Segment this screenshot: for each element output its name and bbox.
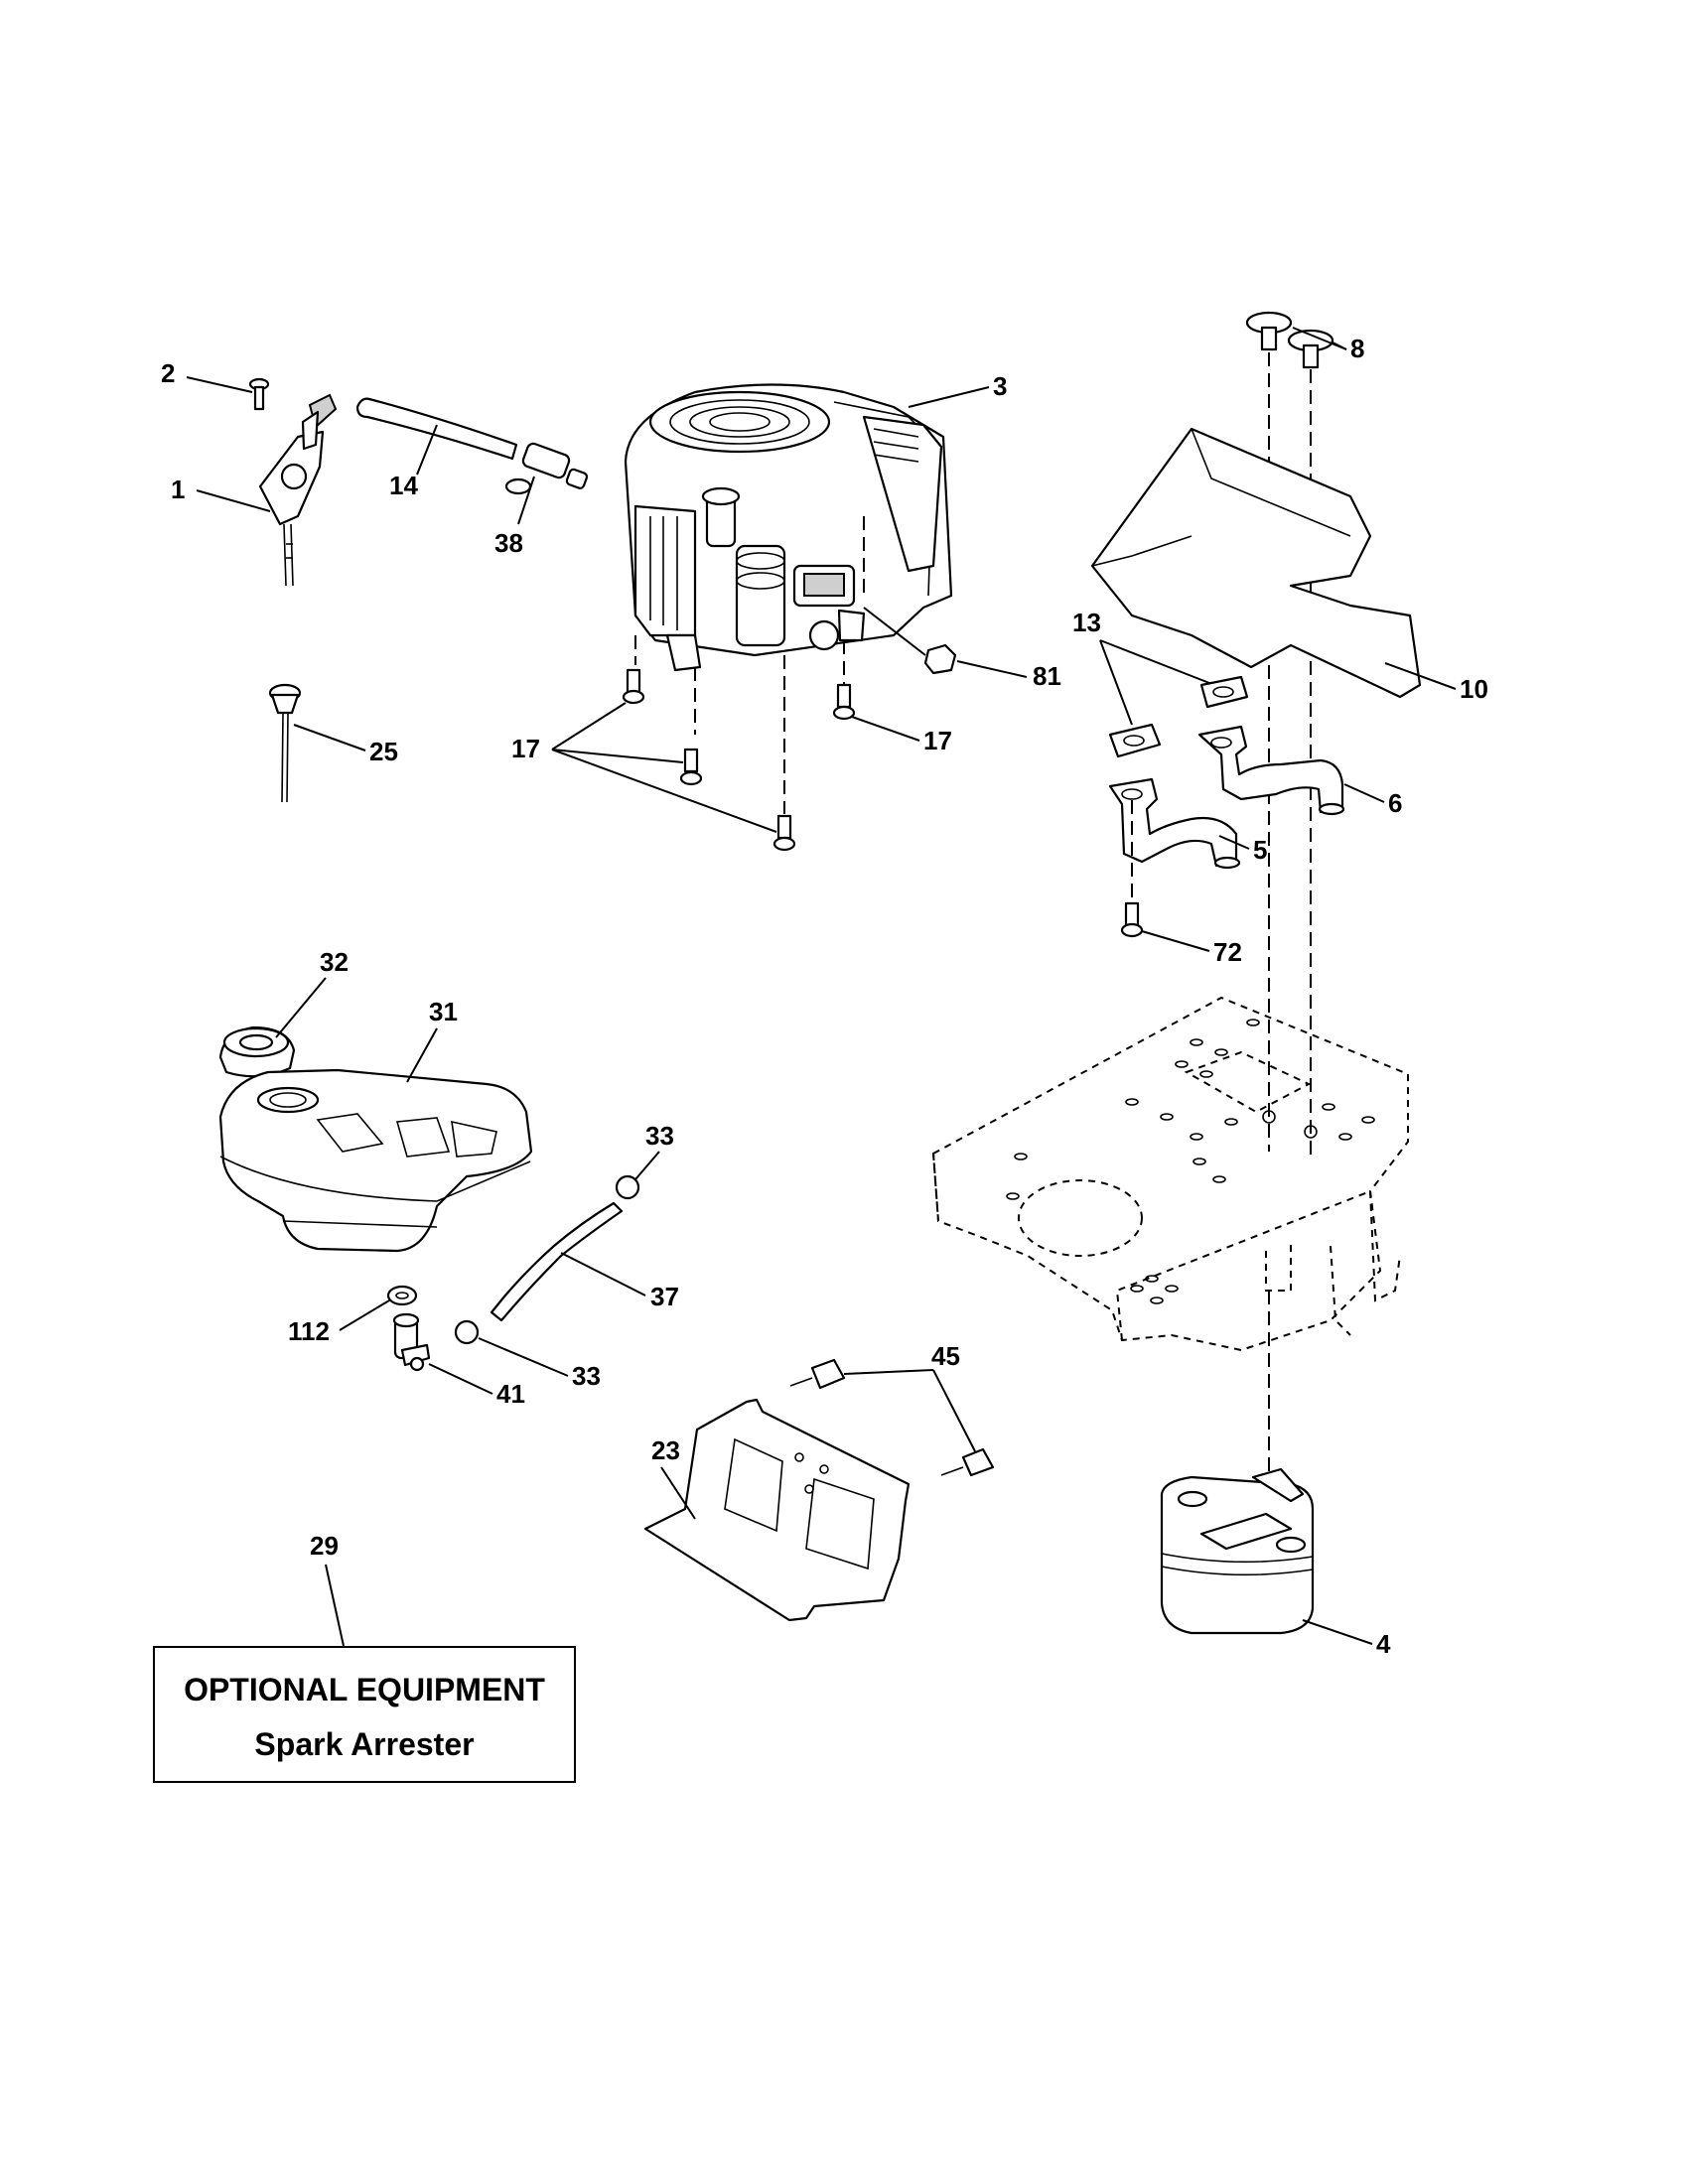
leader-3	[908, 386, 990, 408]
exhaust-pipe-part-5	[1108, 777, 1241, 870]
bolt-part-45	[789, 1358, 995, 1477]
mounting-bracket-part-23	[643, 1398, 911, 1622]
callout-37: 37	[650, 1282, 679, 1311]
frame-outline	[931, 996, 1409, 1352]
exhaust-pipe-part-6	[1197, 725, 1345, 816]
callout-10: 10	[1460, 674, 1488, 704]
engine-part-3	[624, 383, 953, 814]
callout-3: 3	[993, 371, 1007, 401]
callout-29: 29	[310, 1531, 339, 1561]
leader-10	[1384, 662, 1457, 690]
screw-part-2	[248, 377, 270, 411]
leader-81	[956, 660, 1028, 678]
dipstick-part-25	[268, 683, 302, 803]
bolt-part-72	[1120, 901, 1144, 938]
optional-equipment-box: OPTIONAL EQUIPMENT Spark Arrester	[153, 1646, 576, 1783]
leader-14	[416, 424, 438, 476]
muffler-part-4	[1160, 1467, 1315, 1635]
callout-25: 25	[369, 737, 398, 766]
fuel-tank-part-31	[218, 1068, 533, 1253]
callout-31: 31	[429, 997, 458, 1026]
leader-38	[517, 476, 535, 525]
callout-17-left: 17	[511, 734, 540, 763]
exhaust-gasket-part-13	[1108, 675, 1249, 758]
callout-33-top: 33	[645, 1121, 674, 1151]
callout-17-right: 17	[923, 726, 952, 755]
fuel-line-part-14	[355, 397, 518, 461]
fuel-filter-part-38	[504, 442, 589, 495]
bolt-part-17	[622, 668, 856, 852]
callout-5: 5	[1253, 835, 1267, 865]
callout-4: 4	[1376, 1629, 1391, 1659]
callout-81: 81	[1033, 661, 1061, 691]
callout-41: 41	[496, 1379, 525, 1409]
callout-13: 13	[1072, 608, 1101, 637]
leader-1	[196, 489, 271, 512]
callout-112: 112	[288, 1316, 330, 1346]
bolt-part-8	[1245, 311, 1334, 369]
optional-equipment-title: OPTIONAL EQUIPMENT	[184, 1672, 545, 1707]
shutoff-valve-part-41	[392, 1312, 431, 1372]
nut-part-81	[923, 643, 957, 675]
leader-2	[186, 376, 253, 393]
callout-32: 32	[320, 947, 349, 977]
throttle-control-part	[258, 393, 338, 587]
callout-14: 14	[389, 471, 418, 500]
callout-23: 23	[651, 1435, 680, 1465]
heat-shield-part-10	[1090, 427, 1422, 699]
spark-arrester-label: Spark Arrester	[254, 1726, 475, 1762]
callout-6: 6	[1388, 788, 1402, 818]
grommet-part-112	[386, 1285, 418, 1306]
callout-1: 1	[171, 475, 185, 504]
fuel-cap-part-32	[218, 1025, 296, 1078]
callout-72: 72	[1213, 937, 1242, 967]
hose-clamp-part-33	[454, 1174, 640, 1345]
fuel-hose-part-37	[490, 1201, 624, 1322]
callout-2: 2	[161, 358, 175, 388]
callout-38: 38	[494, 528, 523, 558]
callout-45: 45	[931, 1341, 960, 1371]
callout-8: 8	[1350, 334, 1364, 363]
leader-25	[293, 724, 366, 751]
callout-33-bottom: 33	[572, 1361, 601, 1391]
